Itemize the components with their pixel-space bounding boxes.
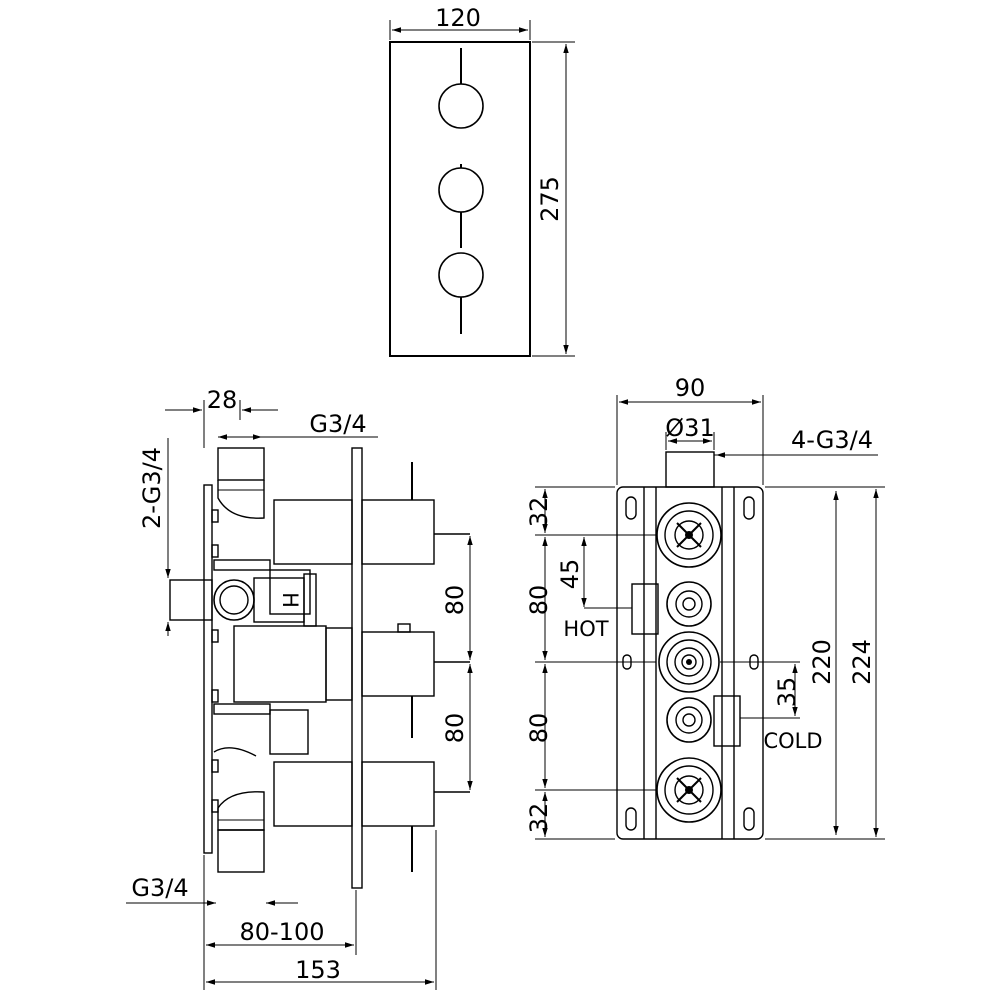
side-hot-marker: H	[278, 592, 302, 608]
rear-valve-center	[658, 631, 720, 693]
side-spacing-upper-label: 80	[441, 585, 469, 616]
side-adjustable-depth-label: 80-100	[239, 918, 324, 946]
side-depth-28-dimension: 28	[165, 386, 278, 448]
front-view: 120 275	[389, 4, 575, 357]
rear-cold-offset-label: 35	[773, 677, 801, 708]
rear-spacing-upper-label: 80	[525, 585, 553, 616]
side-bottom-body	[273, 761, 470, 872]
rear-valve-upper-small	[666, 581, 712, 627]
side-bottom-thread-callout: G3/4	[126, 874, 298, 906]
rear-view: 90 Ø31 4-G3/4 32 80 80	[525, 374, 885, 840]
side-top-thread-callout: G3/4	[218, 410, 378, 440]
rear-left-dimension-chain: 32 80 80 32	[525, 486, 656, 840]
front-width-dimension: 120	[389, 4, 531, 40]
rear-hot-offset-dimension: 45 HOT	[556, 537, 632, 641]
front-handle-top	[438, 48, 484, 129]
rear-hot-inlet	[631, 583, 659, 635]
rear-valve-bottom	[656, 757, 722, 823]
rear-top-offset-label: 32	[525, 497, 553, 528]
rear-width-dimension: 90	[616, 374, 764, 485]
front-faceplate	[389, 41, 531, 357]
rear-height-dimensions: 220 224	[765, 486, 885, 840]
front-handle-middle	[438, 164, 484, 248]
rear-cold-label: COLD	[763, 729, 822, 753]
rear-spacing-lower-label: 80	[525, 713, 553, 744]
side-left-thread-label: 2-G3/4	[138, 447, 166, 529]
rear-diameter-dimension: Ø31	[665, 414, 715, 450]
side-adjustable-depth-dimension: 80-100	[203, 855, 357, 990]
side-top-thread-label: G3/4	[309, 410, 366, 438]
rear-diameter-label: Ø31	[665, 414, 714, 442]
side-spacing-lower-label: 80	[441, 713, 469, 744]
rear-valve-top	[656, 502, 722, 568]
side-middle-body	[233, 623, 470, 738]
front-height-dimension: 275	[532, 41, 575, 357]
rear-hot-offset-label: 45	[556, 559, 584, 590]
front-handle-bottom	[438, 252, 484, 334]
rear-cold-offset-dimension: 35 COLD	[720, 661, 823, 753]
side-left-outlet: H	[169, 573, 317, 627]
rear-valve-lower-small	[666, 697, 712, 743]
side-spacing-dimension: 80 80	[441, 536, 473, 790]
side-bottom-inlet	[217, 791, 265, 873]
rear-bottom-offset-label: 32	[525, 803, 553, 834]
rear-outlet-thread-label: 4-G3/4	[791, 426, 873, 454]
front-width-label: 120	[435, 4, 481, 32]
rear-inner-height-label: 220	[808, 639, 836, 685]
rear-top-outlet	[665, 451, 715, 488]
rear-hot-label: HOT	[563, 617, 608, 641]
rear-width-label: 90	[675, 374, 706, 402]
side-view: H 28 G3/4	[126, 386, 473, 990]
rear-outlet-thread-callout: 4-G3/4	[714, 426, 878, 458]
side-top-body	[273, 462, 470, 565]
side-total-depth-dimension: 153	[206, 830, 437, 990]
rear-center-rails	[643, 487, 735, 839]
side-back-plate	[203, 484, 213, 854]
side-bottom-thread-label: G3/4	[131, 874, 188, 902]
rear-cold-inlet	[713, 695, 741, 747]
side-small-fittings	[211, 509, 311, 813]
side-faceplate	[351, 447, 363, 889]
side-top-inlet	[217, 447, 265, 519]
front-height-label: 275	[536, 176, 564, 222]
side-left-thread-callout: 2-G3/4	[138, 438, 171, 636]
rear-total-height-label: 224	[848, 639, 876, 685]
side-top-depth-label: 28	[207, 386, 238, 414]
side-total-depth-label: 153	[295, 956, 341, 984]
